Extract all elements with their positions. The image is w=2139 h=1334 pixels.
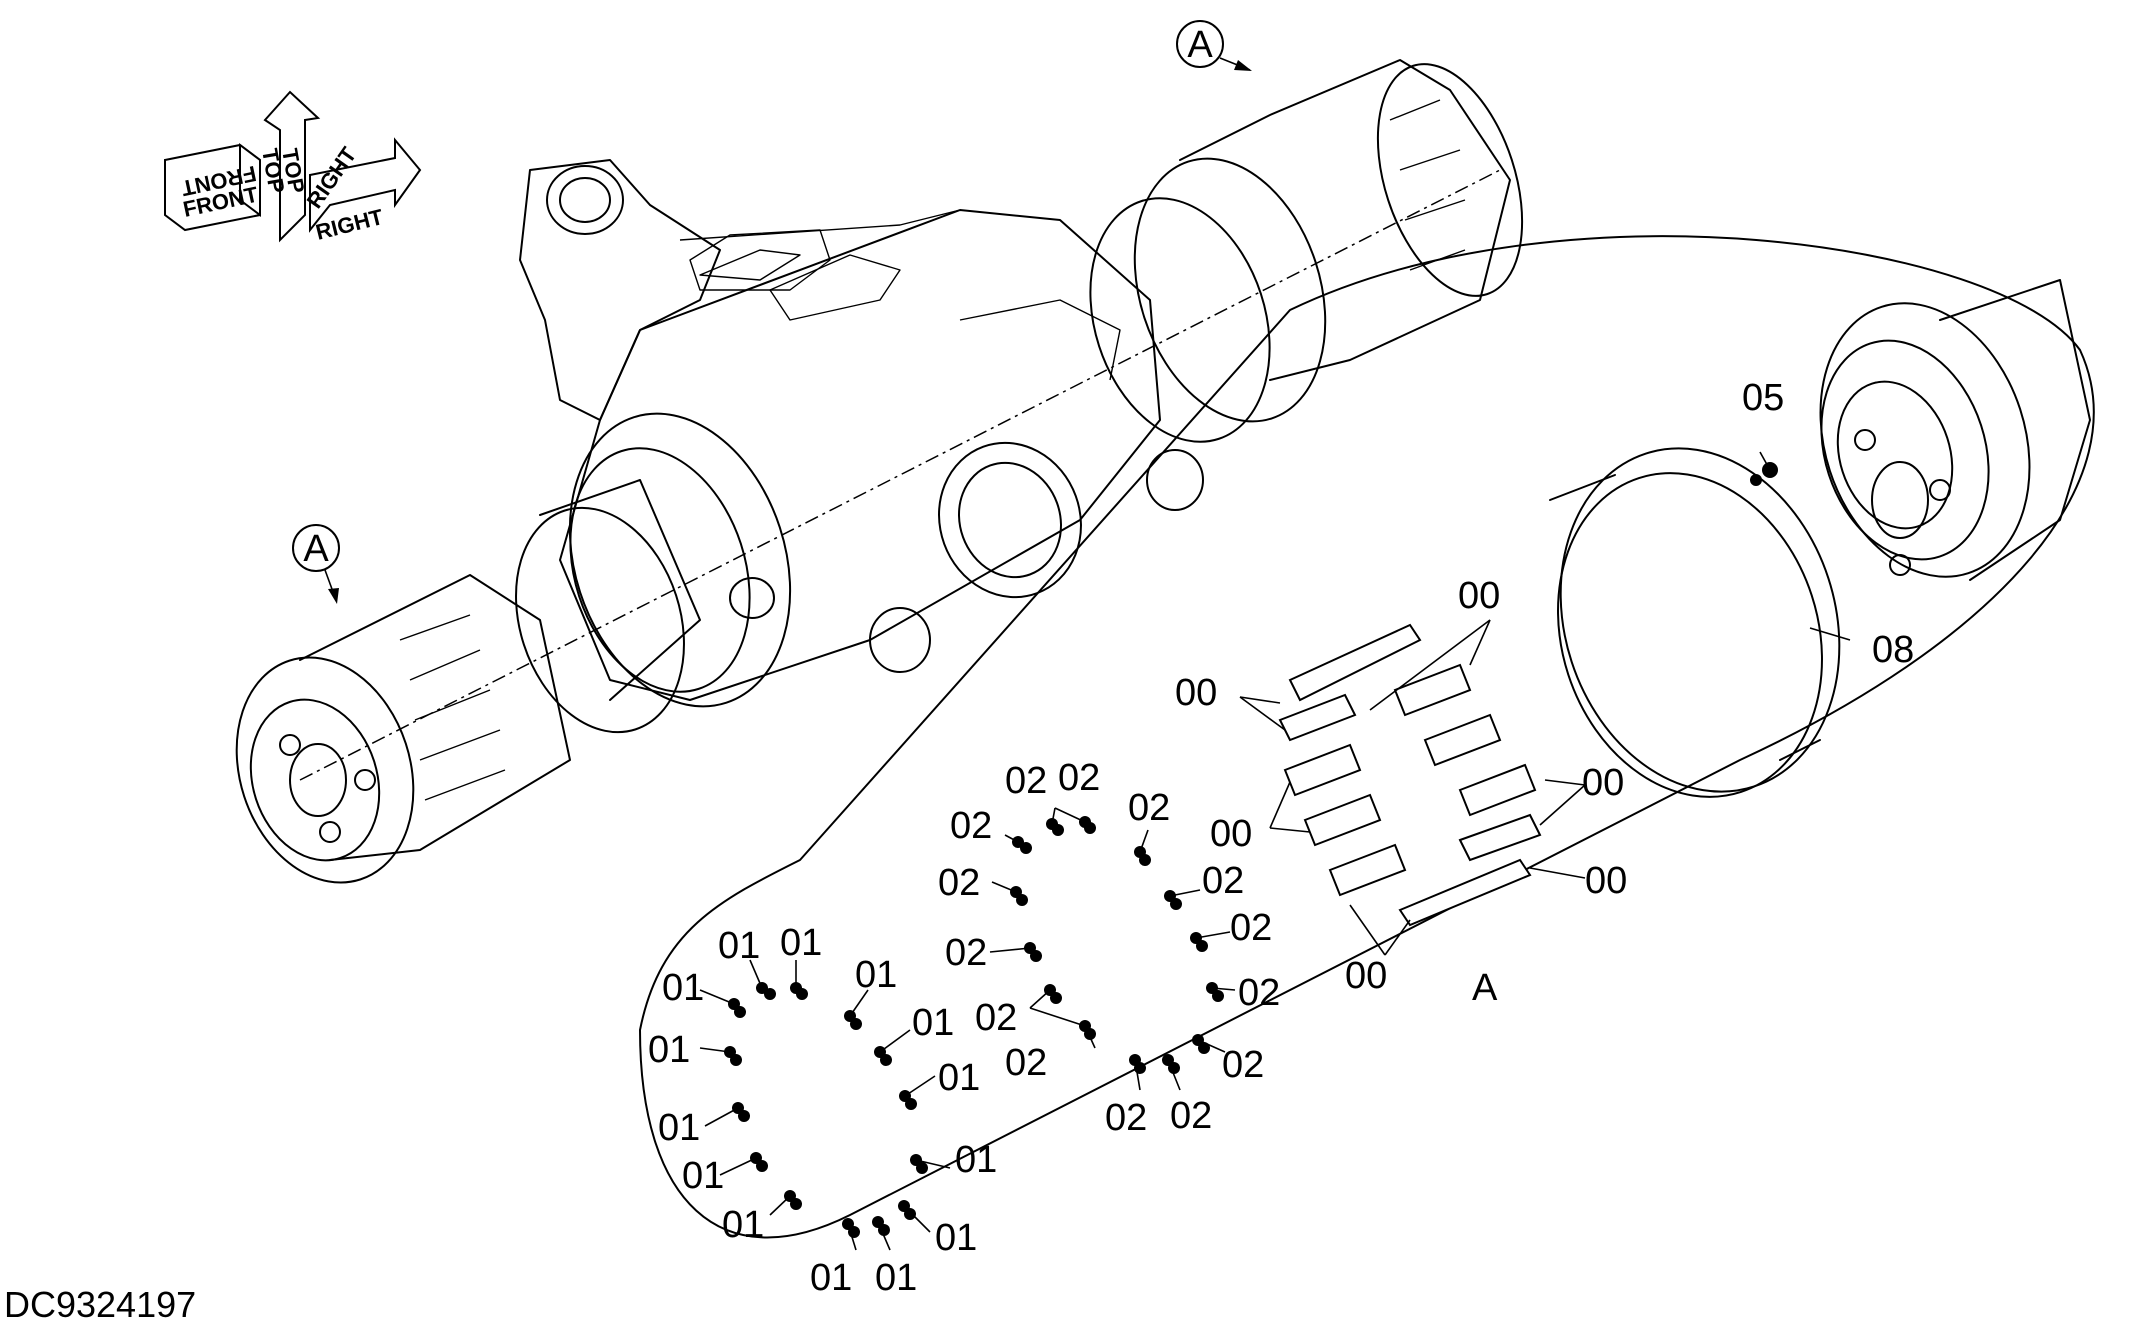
bolt-02-8: [1190, 932, 1208, 952]
label-01-3: 01: [662, 967, 704, 1009]
bolt-01-11: [910, 1154, 928, 1174]
label-01-4: 01: [855, 954, 897, 996]
bolt-02-6: [1164, 890, 1182, 910]
label-02-8: 02: [945, 932, 987, 974]
label-02-2: 02: [1058, 757, 1100, 799]
detail-a-label: A: [1472, 967, 1498, 1009]
bolt-01-1: [756, 982, 776, 1000]
label-02-9: 02: [1238, 972, 1280, 1014]
bolt-02-3: [1079, 816, 1096, 834]
bolt-02-7: [1024, 942, 1042, 962]
label-02-11: 02: [1005, 1042, 1047, 1084]
detail-pads-00: [1239, 619, 1586, 956]
label-00-3: 00: [1582, 762, 1624, 804]
bolt-02-2: [1046, 818, 1064, 836]
bolt-01-5: [732, 1102, 750, 1122]
label-00-5: 00: [1585, 860, 1627, 902]
label-01-9: 01: [682, 1155, 724, 1197]
bolt-01-2: [790, 982, 808, 1000]
bolt-02-4: [1134, 846, 1151, 866]
label-01-13: 01: [810, 1257, 852, 1299]
detail-a-outline: A: [639, 235, 2095, 1239]
svg-text:A: A: [1187, 24, 1213, 66]
label-02-12: 02: [1222, 1044, 1264, 1086]
bolt-01-3: [728, 998, 746, 1018]
label-01-6: 01: [912, 1002, 954, 1044]
label-01-2: 01: [780, 922, 822, 964]
detail-wheel-hub: [1819, 279, 2091, 581]
label-08: 08: [1872, 629, 1914, 671]
label-01-12: 01: [935, 1217, 977, 1259]
orientation-indicator: FRONT FRONT TOP TOP RIGHT RIGHT: [164, 90, 422, 245]
part-labels: 05 08 00 00 00 00 00 00 02 02 02 02 02 0…: [648, 377, 1914, 1299]
label-01-10: 01: [955, 1139, 997, 1181]
label-00-2: 00: [1175, 672, 1217, 714]
bolt-02-10: [1206, 982, 1224, 1002]
label-02-1: 02: [1005, 760, 1047, 802]
bolt-01-4: [724, 1046, 742, 1066]
label-02-10: 02: [975, 997, 1017, 1039]
callout-a-left: A: [292, 524, 340, 604]
bolt-01-14: [872, 1216, 890, 1236]
callout-a-top: A: [1176, 20, 1252, 71]
label-01-8: 01: [658, 1107, 700, 1149]
label-02-3: 02: [1128, 787, 1170, 829]
bolt-01-6: [750, 1152, 768, 1172]
label-02-7: 02: [1230, 907, 1272, 949]
label-01-1: 01: [718, 925, 760, 967]
bolt-02-1: [1012, 836, 1032, 854]
detail-leaders: [699, 451, 1851, 1251]
label-05: 05: [1742, 377, 1784, 419]
label-01-7: 01: [938, 1057, 980, 1099]
label-01-14: 01: [875, 1257, 917, 1299]
detail-ring-08: [1549, 447, 1841, 798]
label-02-4: 02: [950, 805, 992, 847]
label-02-14: 02: [1170, 1095, 1212, 1137]
label-01-5: 01: [648, 1029, 690, 1071]
bolt-01-10: [899, 1090, 917, 1110]
drawing-number: DC9324197: [4, 1284, 197, 1325]
label-01-11: 01: [722, 1204, 764, 1246]
label-02-6: 02: [938, 862, 980, 904]
label-02-13: 02: [1105, 1097, 1147, 1139]
label-00-1: 00: [1458, 575, 1500, 617]
label-00-6: 00: [1345, 955, 1387, 997]
svg-text:A: A: [303, 528, 329, 570]
bolt-02-14: [1162, 1054, 1180, 1074]
label-02-5: 02: [1202, 860, 1244, 902]
label-00-4: 00: [1210, 813, 1252, 855]
bolt-02-5: [1010, 886, 1028, 906]
